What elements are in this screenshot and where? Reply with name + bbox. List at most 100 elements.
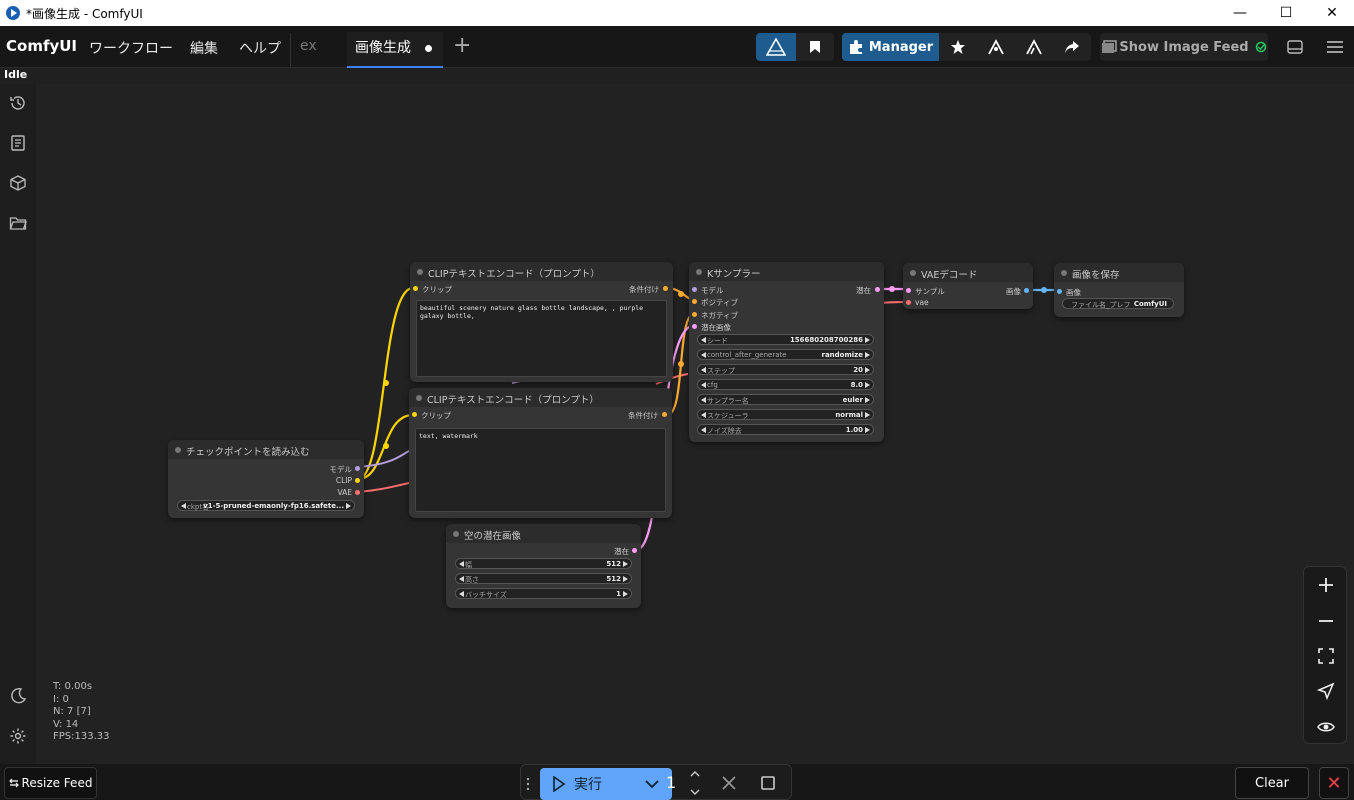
increment-arrow-icon[interactable] [623,576,628,582]
zoom-in-button[interactable] [1304,567,1348,603]
output-conditioning-dot[interactable] [662,412,667,417]
increment-arrow-icon[interactable] [623,561,628,567]
node-badge-alt-button[interactable] [1015,33,1053,61]
input-samples-dot[interactable] [906,288,911,293]
input-positive-dot[interactable] [692,299,697,304]
input-model-dot[interactable] [692,287,697,292]
batch-size-widget[interactable]: バッチサイズ 1 [455,588,632,599]
decrement-arrow-icon[interactable] [701,382,706,388]
seed-widget[interactable]: シード 156680208700286 [697,334,874,345]
decrement-arrow-icon[interactable] [701,412,706,418]
node-vae-decode[interactable]: VAEデコード サンプル vae 画像 [903,263,1033,309]
increment-arrow-icon[interactable] [865,352,870,358]
maximize-button[interactable]: ☐ [1279,5,1293,21]
node-checkpoint-loader[interactable]: チェックポイントを読み込む モデル CLIP VAE ckpt名 v1-5-pr… [168,440,364,518]
chevron-up-icon[interactable] [689,770,701,778]
theme-toggle-moon-icon[interactable] [9,687,27,705]
output-latent-dot[interactable] [632,548,637,553]
increment-arrow-icon[interactable] [865,412,870,418]
history-icon[interactable] [9,94,27,112]
scheduler-widget[interactable]: スケジューラ normal [697,409,874,420]
denoise-widget[interactable]: ノイズ除去 1.00 [697,424,874,435]
tab-ex[interactable]: ex [290,33,346,67]
model-library-icon[interactable] [9,174,27,192]
close-window-button[interactable]: ✕ [1326,5,1338,21]
decrement-arrow-icon[interactable] [701,427,706,433]
resize-feed-button[interactable]: Resize Feed [4,767,97,799]
batch-count-input[interactable]: 1 [666,773,677,792]
decrement-arrow-icon[interactable] [181,503,186,509]
input-image-dot[interactable] [1057,289,1062,294]
input-vae-dot[interactable] [906,300,911,305]
menu-edit[interactable]: 編集 [190,41,218,57]
chevron-down-icon[interactable] [644,779,660,789]
bookmark-button[interactable] [796,33,834,61]
filename-prefix-widget[interactable]: ファイル名_プレフ ComfyUI [1062,298,1174,309]
fit-view-button[interactable] [1304,638,1348,674]
node-badge-button[interactable] [977,33,1015,61]
node-clip-text-negative[interactable]: CLIPテキストエンコード（プロンプト） クリップ 条件付け text, wat… [409,388,672,518]
bottom-panel-toggle[interactable] [1282,33,1308,61]
cfg-widget[interactable]: cfg 8.0 [697,379,874,390]
output-conditioning-dot[interactable] [663,286,668,291]
output-vae-dot[interactable] [355,490,360,495]
show-image-feed-button[interactable]: Show Image Feed [1100,33,1268,61]
output-clip-dot[interactable] [355,478,360,483]
menu-help[interactable]: ヘルプ [239,41,281,57]
input-clip-dot[interactable] [413,286,418,291]
graph-canvas[interactable]: チェックポイントを読み込む モデル CLIP VAE ckpt名 v1-5-pr… [36,84,1354,764]
increment-arrow-icon[interactable] [865,427,870,433]
manager-button[interactable]: Manager [842,33,939,61]
settings-gear-icon[interactable] [9,727,27,745]
menu-workflow[interactable]: ワークフロー [89,41,173,57]
node-save-image[interactable]: 画像を保存 画像 ファイル名_プレフ ComfyUI [1054,263,1184,317]
zoom-out-button[interactable] [1304,603,1348,639]
negative-prompt-textarea[interactable]: text, watermark [415,428,666,512]
node-clip-text-positive[interactable]: CLIPテキストエンコード（プロンプト） クリップ 条件付け beautiful… [410,262,673,382]
control-after-generate-widget[interactable]: control_after_generate randomize [697,349,874,360]
increment-arrow-icon[interactable] [865,397,870,403]
hamburger-menu-button[interactable] [1322,33,1348,61]
share-button[interactable] [1053,33,1091,61]
comfy-logo-button[interactable] [756,33,796,61]
decrement-arrow-icon[interactable] [701,367,706,373]
width-widget[interactable]: 幅 512 [455,558,632,569]
height-widget[interactable]: 高さ 512 [455,573,632,584]
decrement-arrow-icon[interactable] [701,337,706,343]
increment-arrow-icon[interactable] [623,591,628,597]
increment-arrow-icon[interactable] [346,503,351,509]
increment-arrow-icon[interactable] [865,382,870,388]
input-negative-dot[interactable] [692,312,697,317]
decrement-arrow-icon[interactable] [701,397,706,403]
tab-image-generation[interactable]: 画像生成 [347,32,443,68]
star-button[interactable] [939,33,977,61]
decrement-arrow-icon[interactable] [459,561,464,567]
decrement-arrow-icon[interactable] [459,591,464,597]
output-latent-dot[interactable] [875,287,880,292]
node-empty-latent[interactable]: 空の潜在画像 潜在 幅 512 高さ 512 バッチサイズ 1 [446,524,641,608]
node-ksampler[interactable]: Kサンプラー モデル ポジティブ ネガティブ 潜在画像 潜在 シード 15668… [689,262,884,442]
toggle-links-button[interactable] [1304,709,1348,745]
stop-square-icon[interactable] [760,775,776,791]
input-latent-dot[interactable] [692,324,697,329]
clear-button[interactable]: Clear [1235,767,1309,799]
output-model-dot[interactable] [355,466,360,471]
increment-arrow-icon[interactable] [865,337,870,343]
decrement-arrow-icon[interactable] [459,576,464,582]
decrement-arrow-icon[interactable] [701,352,706,358]
close-feed-button[interactable]: ✕ [1319,767,1349,799]
node-library-icon[interactable] [9,134,27,152]
minimize-button[interactable]: — [1233,5,1247,21]
select-mode-button[interactable] [1304,673,1348,709]
drag-handle-icon[interactable] [525,777,531,791]
sampler-name-widget[interactable]: サンプラー名 euler [697,394,874,405]
workflows-folder-icon[interactable] [9,214,27,232]
run-button[interactable]: 実行 [540,768,672,800]
chevron-down-small-icon[interactable] [689,788,701,796]
ckpt-name-widget[interactable]: ckpt名 v1-5-pruned-emaonly-fp16.safete... [177,500,355,511]
output-image-dot[interactable] [1024,288,1029,293]
input-clip-dot[interactable] [412,412,417,417]
positive-prompt-textarea[interactable]: beautiful scenery nature glass bottle la… [416,300,667,377]
add-tab-button[interactable]: + [453,33,472,58]
cancel-x-icon[interactable] [721,775,737,791]
